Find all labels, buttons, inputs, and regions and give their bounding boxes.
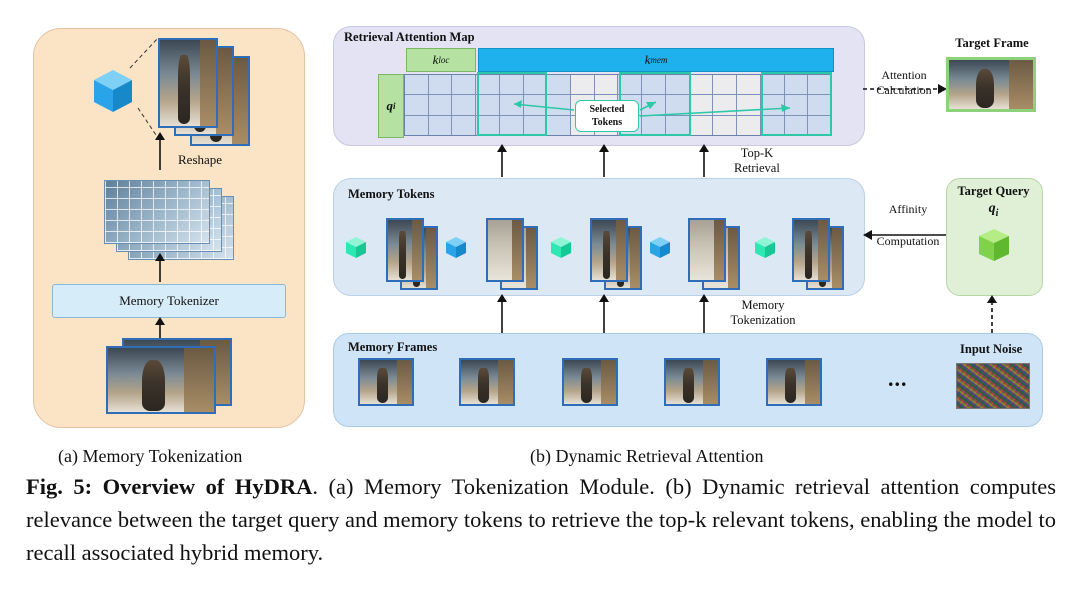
selected-arrows	[513, 100, 791, 117]
q-i-symbol: q	[386, 98, 393, 113]
retrieval-attention-map-title: Retrieval Attention Map	[344, 30, 475, 44]
memory-frame	[358, 358, 414, 406]
k-loc-subscript: loc	[438, 55, 450, 65]
memory-tokenizer-block: Memory Tokenizer	[52, 284, 286, 318]
selected-tokens-tag: Selected Tokens	[575, 100, 639, 132]
affinity-arrow	[863, 230, 947, 240]
ellipsis: ...	[888, 366, 908, 391]
input-frame-front	[106, 346, 216, 414]
memory-token-frame	[688, 218, 726, 282]
target-query-q: q	[988, 201, 996, 216]
cube-icon	[551, 237, 571, 258]
memory-tokens-title: Memory Tokens	[348, 187, 435, 201]
arrow-up-icon	[599, 294, 609, 333]
memory-frame	[766, 358, 822, 406]
k-mem-subscript: mem	[650, 55, 668, 65]
cube-icon	[94, 70, 132, 112]
affinity-computation-label: Affinity Computation	[868, 202, 948, 249]
attn-calc-line-2: Calculation	[876, 83, 932, 97]
affinity-line-2: Computation	[876, 234, 940, 248]
selected-token-group-3	[761, 72, 832, 136]
reshape-label: Reshape	[178, 152, 223, 167]
caption-b: (b) Dynamic Retrieval Attention	[530, 446, 764, 466]
memory-frame	[459, 358, 515, 406]
q-i-subscript: i	[392, 101, 396, 111]
arrow-up-icon	[599, 144, 609, 177]
k-loc-symbol: k	[432, 52, 439, 67]
memory-token-frame	[386, 218, 424, 282]
target-query-symbol: qi	[946, 201, 1041, 219]
topk-line-2: Retrieval	[734, 161, 780, 175]
arrow-up-icon	[699, 294, 709, 333]
cube-icon	[446, 237, 466, 258]
figure-caption-text: . (a) Memory Tokenization Module. (b) Dy…	[26, 474, 1056, 565]
memory-tokenizer-label: Memory Tokenizer	[119, 293, 219, 308]
selected-tokens-label: Selected Tokens	[589, 104, 625, 128]
selected-token-group-1	[477, 72, 547, 136]
target-query-sub: i	[995, 207, 999, 219]
memtok-line-1: Memory	[741, 298, 785, 312]
reshaped-frame-1	[158, 38, 218, 128]
memory-token-frame	[590, 218, 628, 282]
arrow-up-icon	[497, 294, 507, 333]
attention-calculation-label: Attention Calculation	[866, 68, 942, 98]
affinity-line-1: Affinity	[888, 202, 928, 216]
cube-icon	[755, 237, 775, 258]
arrow-up-icon	[699, 144, 709, 177]
arrow-up-icon	[155, 317, 165, 340]
memory-frames-title: Memory Frames	[348, 340, 438, 354]
arrow-up-icon	[155, 253, 165, 282]
figure-caption-label: Fig. 5: Overview of HyDRA	[26, 474, 313, 499]
attn-calc-line-1: Attention	[881, 68, 927, 82]
input-noise-title: Input Noise	[960, 342, 1023, 356]
memory-token-frame	[486, 218, 524, 282]
k-mem-symbol: k	[644, 52, 651, 67]
memory-frame	[562, 358, 618, 406]
topk-line-1: Top-K	[740, 146, 774, 160]
cube-icon	[650, 237, 670, 258]
caption-a: (a) Memory Tokenization	[58, 446, 243, 466]
topk-retrieval-label: Top-K Retrieval	[734, 146, 780, 176]
projection-lines	[129, 37, 159, 139]
noise-image	[956, 363, 1030, 409]
cube-icon	[979, 229, 1009, 261]
arrow-up-icon	[497, 144, 507, 177]
target-frame-title: Target Frame	[955, 36, 1029, 50]
memory-frame	[664, 358, 720, 406]
memtok-line-2: Tokenization	[730, 313, 796, 327]
token-grid-front	[104, 180, 210, 244]
memory-token-frame	[792, 218, 830, 282]
arrow-up-icon	[155, 132, 165, 170]
cube-icon	[346, 237, 366, 258]
dashed-arrow-right-icon	[863, 84, 947, 94]
memory-tokenization-label: Memory Tokenization	[718, 298, 808, 328]
figure-caption: Fig. 5: Overview of HyDRA. (a) Memory To…	[26, 470, 1056, 569]
target-query-title: Target Query	[957, 184, 1030, 198]
target-frame-image	[946, 57, 1036, 112]
dashed-arrow-up-icon	[987, 295, 997, 333]
